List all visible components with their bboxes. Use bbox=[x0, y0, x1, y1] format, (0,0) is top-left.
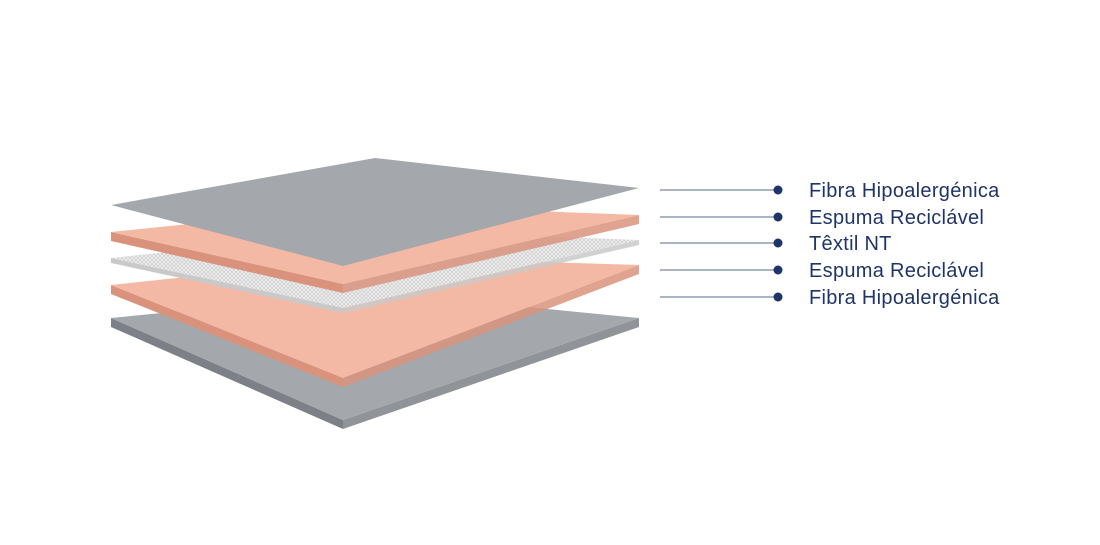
slab-side-right bbox=[343, 215, 639, 293]
leader-dot-3 bbox=[773, 238, 783, 248]
slab-side-left bbox=[111, 285, 343, 387]
layer-label-3: Têxtil NT bbox=[809, 233, 892, 255]
slab-side-right bbox=[343, 240, 639, 313]
leader-dot-1 bbox=[773, 185, 783, 195]
slab-side-left bbox=[111, 318, 343, 429]
leader-dot-2 bbox=[773, 212, 783, 222]
layer-label-5: Fibra Hipoalergénica bbox=[809, 287, 1000, 309]
slab-side-left bbox=[111, 258, 343, 313]
layer-label-4: Espuma Reciclável bbox=[809, 260, 985, 282]
slab-side-right bbox=[343, 318, 639, 429]
layer-label-2: Espuma Reciclável bbox=[809, 207, 985, 229]
leader-dot-4 bbox=[773, 265, 783, 275]
leader-dot-5 bbox=[773, 292, 783, 302]
slab-fiber-1 bbox=[111, 158, 639, 266]
slab-top-face bbox=[111, 158, 639, 266]
slab-side-right bbox=[343, 265, 639, 387]
layer-label-1: Fibra Hipoalergénica bbox=[809, 180, 1000, 202]
slab-side-left bbox=[111, 232, 343, 293]
